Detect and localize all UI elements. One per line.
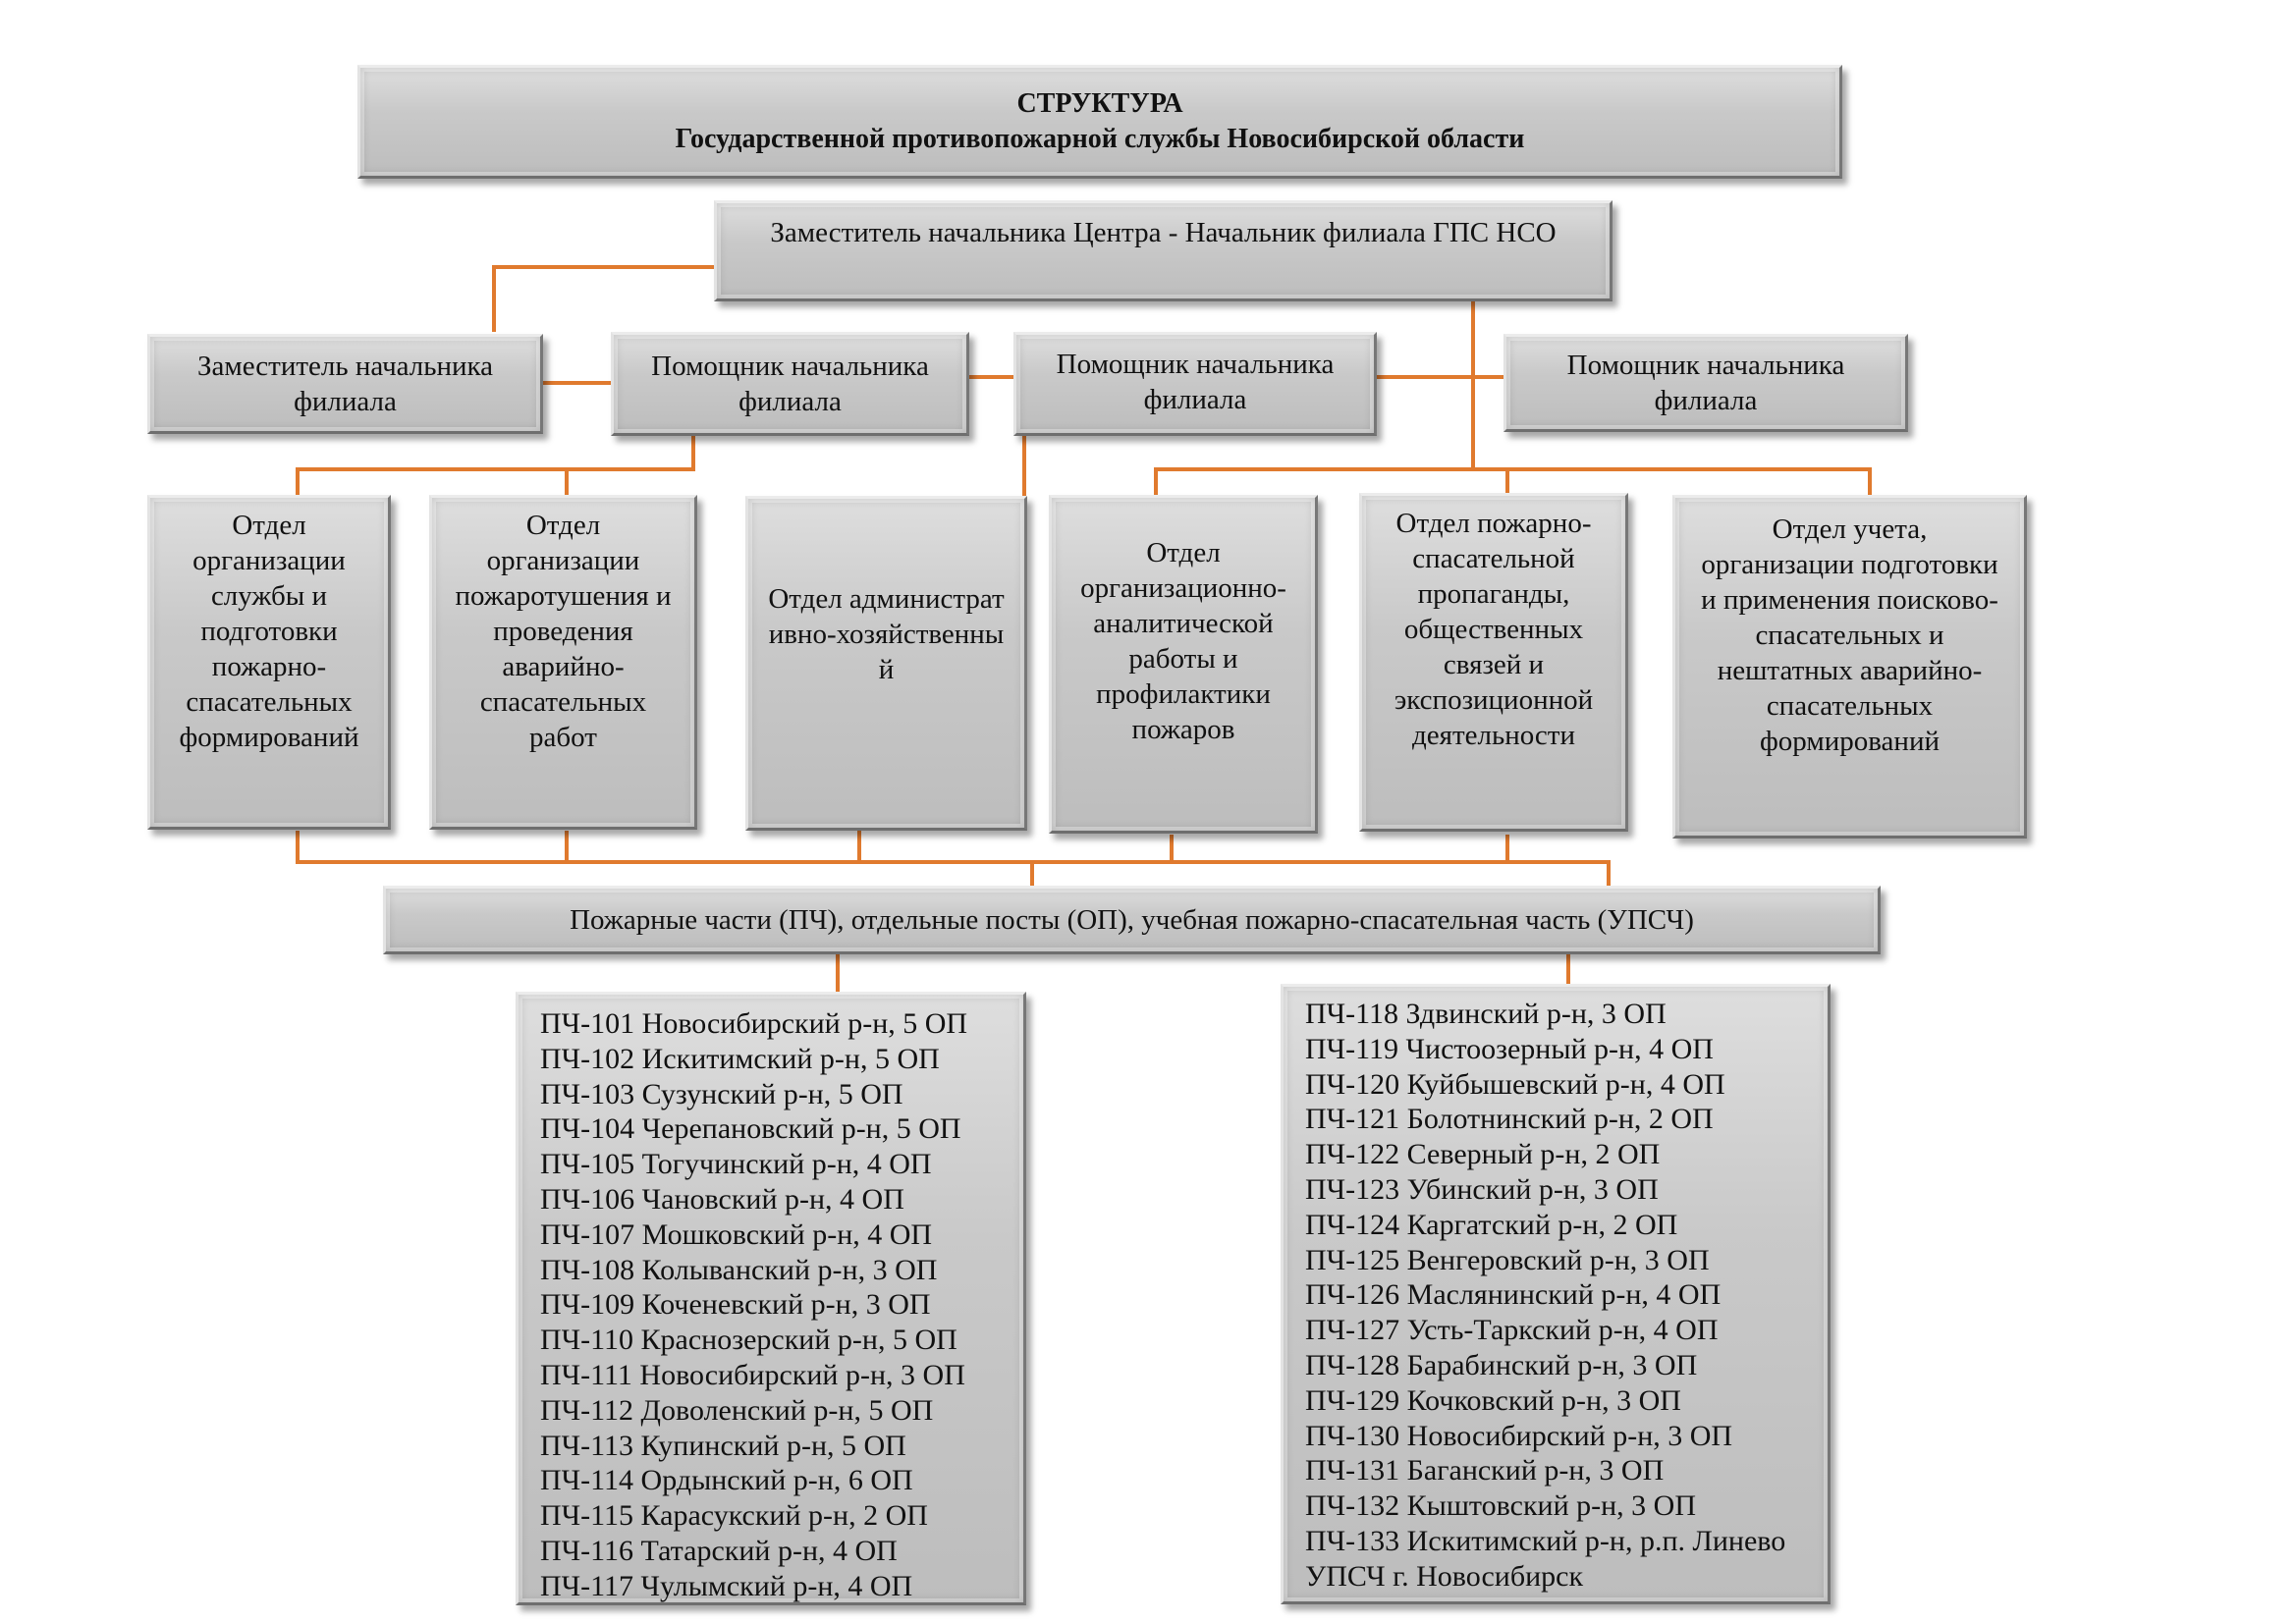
department-box: Отдел пожарно-спасательной пропаганды, о… — [1359, 493, 1628, 832]
connector — [296, 860, 1611, 890]
list-item: ПЧ-101 Новосибирский р-н, 5 ОП — [540, 1007, 968, 1040]
title-line-1: СТРУКТУРА — [1016, 88, 1183, 119]
title-line-2: Государственной противопожарной службы Н… — [675, 124, 1525, 154]
connector — [492, 265, 719, 332]
units-header-label: Пожарные части (ПЧ), отдельные посты (ОП… — [570, 904, 1694, 936]
units-list-right: ПЧ-118 Здвинский р-н, 3 ОП ПЧ-119 Чистоо… — [1281, 984, 1831, 1604]
list-item: УПСЧ г. Новосибирск — [1305, 1559, 1584, 1593]
assistant-box: Помощник начальника филиала — [1503, 334, 1908, 432]
list-item: ПЧ-128 Барабинский р-н, 3 ОП — [1305, 1348, 1698, 1381]
list-item: ПЧ-107 Мошковский р-н, 4 ОП — [540, 1217, 933, 1251]
list-item: ПЧ-125 Венгеровский р-н, 3 ОП — [1305, 1243, 1710, 1276]
department-box: Отдел административно-хозяйственный — [745, 496, 1027, 831]
list-item: ПЧ-118 Здвинский р-н, 3 ОП — [1305, 998, 1667, 1030]
list-item: ПЧ-132 Кыштовский р-н, 3 ОП — [1305, 1489, 1696, 1523]
department-label: Отдел учета, организации подготовки и пр… — [1701, 514, 1998, 757]
head-label: Заместитель начальника Центра - Начальни… — [770, 217, 1557, 248]
deputy-box: Заместитель начальника филиала — [147, 334, 543, 434]
units-list-left: ПЧ-101 Новосибирский р-н, 5 ОП ПЧ-102 Ис… — [516, 992, 1026, 1605]
connector — [296, 435, 695, 497]
list-item: ПЧ-112 Доволенский р-н, 5 ОП — [540, 1393, 934, 1427]
list-item: ПЧ-114 Ордынский р-н, 6 ОП — [540, 1464, 913, 1497]
list-item: ПЧ-117 Чулымский р-н, 4 ОП — [540, 1569, 913, 1602]
list-item: ПЧ-119 Чистоозерный р-н, 4 ОП — [1305, 1032, 1714, 1065]
units-header-box: Пожарные части (ПЧ), отдельные посты (ОП… — [383, 886, 1881, 954]
department-label: Отдел организационно-аналитической работ… — [1080, 537, 1286, 745]
list-item: ПЧ-129 Кочковский р-н, 3 ОП — [1305, 1383, 1681, 1417]
assistant-label: Помощник начальника филиала — [651, 351, 929, 417]
list-item: ПЧ-102 Искитимский р-н, 5 ОП — [540, 1042, 940, 1075]
connector — [1154, 467, 1872, 497]
deputy-label: Заместитель начальника филиала — [196, 351, 494, 417]
department-label: Отдел организации пожаротушения и провед… — [455, 510, 672, 753]
assistant-box: Помощник начальника филиала — [611, 332, 969, 436]
department-label: Отдел организации службы и подготовки по… — [179, 510, 359, 753]
list-item: ПЧ-103 Сузунский р-н, 5 ОП — [540, 1077, 903, 1110]
list-item: ПЧ-110 Краснозерский р-н, 5 ОП — [540, 1324, 957, 1357]
list-item: ПЧ-116 Татарский р-н, 4 ОП — [540, 1534, 898, 1567]
list-item: ПЧ-126 Маслянинский р-н, 4 ОП — [1305, 1278, 1722, 1312]
list-item: ПЧ-121 Болотнинский р-н, 2 ОП — [1305, 1103, 1714, 1136]
list-item: ПЧ-106 Чановский р-н, 4 ОП — [540, 1182, 904, 1216]
diagram-title: СТРУКТУРА Государственной противопожарно… — [357, 65, 1842, 179]
list-item: ПЧ-123 Убинский р-н, 3 ОП — [1305, 1172, 1659, 1206]
list-item: ПЧ-113 Купинский р-н, 5 ОП — [540, 1429, 906, 1462]
list-item: ПЧ-124 Каргатский р-н, 2 ОП — [1305, 1208, 1678, 1241]
list-item: ПЧ-133 Искитимский р-н, р.п. Линево — [1305, 1524, 1786, 1557]
assistant-box: Помощник начальника филиала — [1013, 332, 1377, 436]
list-item: ПЧ-104 Черепановский р-н, 5 ОП — [540, 1112, 961, 1146]
department-box: Отдел учета, организации подготовки и пр… — [1672, 495, 2027, 839]
assistant-label: Помощник начальника филиала — [1566, 350, 1845, 416]
assistant-label: Помощник начальника филиала — [1056, 349, 1335, 415]
department-box: Отдел организации службы и подготовки по… — [147, 495, 391, 830]
list-item: ПЧ-130 Новосибирский р-н, 3 ОП — [1305, 1419, 1733, 1452]
list-item: ПЧ-127 Усть-Таркский р-н, 4 ОП — [1305, 1314, 1719, 1347]
department-label: Отдел административно-хозяйственный — [768, 582, 1005, 685]
list-item: ПЧ-115 Карасукский р-н, 2 ОП — [540, 1499, 928, 1533]
department-box: Отдел организации пожаротушения и провед… — [429, 495, 697, 830]
list-item: ПЧ-131 Баганский р-н, 3 ОП — [1305, 1454, 1665, 1488]
list-item: ПЧ-105 Тогучинский р-н, 4 ОП — [540, 1148, 932, 1181]
department-label: Отдел пожарно-спасательной пропаганды, о… — [1394, 508, 1594, 751]
list-item: ПЧ-122 Северный р-н, 2 ОП — [1305, 1138, 1661, 1171]
head-box: Заместитель начальника Центра - Начальни… — [714, 200, 1613, 301]
list-item: ПЧ-108 Колыванский р-н, 3 ОП — [540, 1253, 938, 1286]
list-item: ПЧ-120 Куйбышевский р-н, 4 ОП — [1305, 1067, 1725, 1101]
list-item: ПЧ-109 Коченевский р-н, 3 ОП — [540, 1288, 931, 1322]
department-box: Отдел организационно-аналитической работ… — [1049, 495, 1318, 834]
list-item: ПЧ-111 Новосибирский р-н, 3 ОП — [540, 1358, 965, 1391]
